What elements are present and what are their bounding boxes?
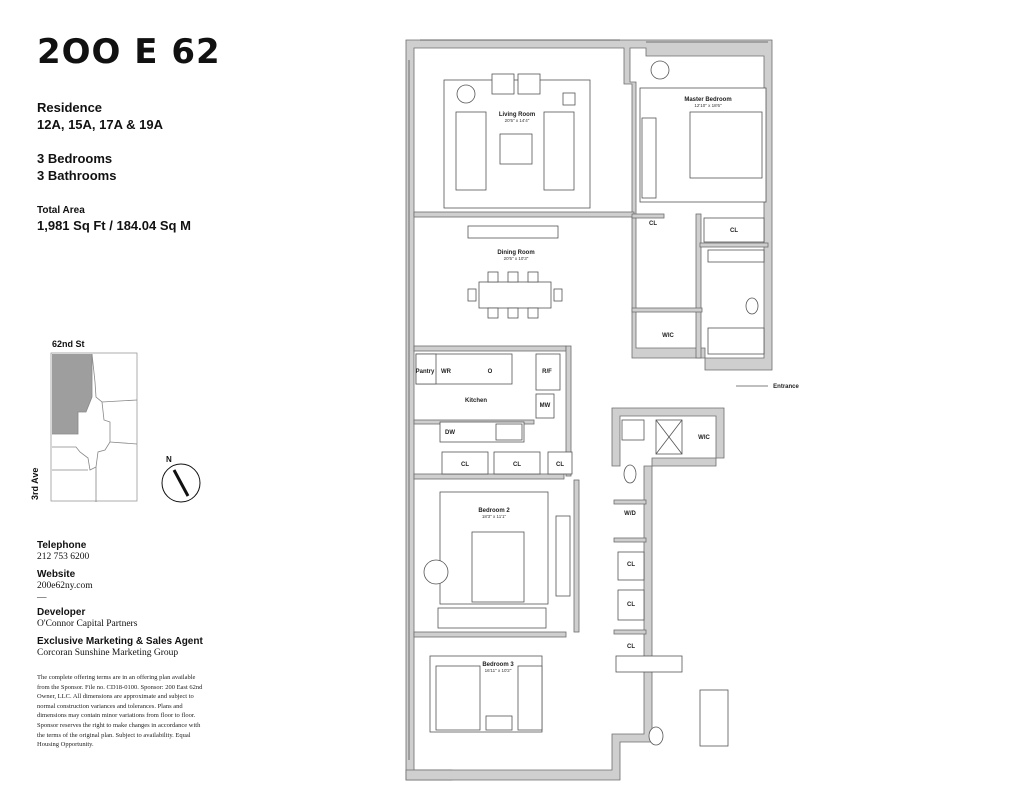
- site-key-map: [50, 352, 138, 502]
- dining-room-label: Dining Room: [497, 250, 534, 256]
- kitchen-label: Kitchen: [465, 398, 487, 404]
- bedroom-3-dimensions: 16'11" x 10'2": [485, 668, 512, 673]
- bedroom-3-label: Bedroom 3: [482, 662, 514, 668]
- living-room-label: Living Room: [499, 112, 535, 118]
- microwave-label: MW: [540, 403, 551, 409]
- compass-icon: [161, 463, 201, 503]
- wine-refrigerator-label: WR: [441, 369, 452, 375]
- building-name: 2OO E 62: [37, 32, 221, 72]
- refrigerator-label: R/F: [542, 369, 552, 375]
- pantry-label: Pantry: [416, 369, 435, 375]
- bedroom-2-dimensions: 18'3" x 11'1": [482, 514, 507, 519]
- walk-in-closet-label-master: WIC: [662, 333, 674, 339]
- dining-room-dimensions: 20'5" x 10'3": [504, 256, 529, 261]
- separator: —: [37, 593, 47, 603]
- agent-label: Exclusive Marketing & Sales Agent: [37, 636, 203, 647]
- bathroom-count: 3 Bathrooms: [37, 168, 117, 183]
- closet-label-3: CL: [556, 462, 564, 468]
- compass-north-label: N: [166, 455, 172, 464]
- street-label-62nd: 62nd St: [52, 339, 85, 349]
- residence-label: Residence: [37, 100, 103, 115]
- living-room-dimensions: 20'5" x 14'4": [505, 118, 530, 123]
- closet-label-hall-2: CL: [627, 602, 635, 608]
- washer-dryer-label: W/D: [624, 511, 636, 517]
- walk-in-closet-label-east: WIC: [698, 435, 710, 441]
- residence-units: 12A, 15A, 17A & 19A: [37, 117, 163, 132]
- developer-value: O'Connor Capital Partners: [37, 619, 138, 629]
- legal-disclaimer: The complete offering terms are in an of…: [37, 674, 203, 749]
- bedroom-2-label: Bedroom 2: [478, 508, 510, 514]
- dishwasher-label: DW: [445, 430, 455, 436]
- closet-label-hall-1: CL: [627, 562, 635, 568]
- closet-label-2: CL: [513, 462, 521, 468]
- agent-value: Corcoran Sunshine Marketing Group: [37, 648, 179, 658]
- total-area-value: 1,981 Sq Ft / 184.04 Sq M: [37, 218, 191, 233]
- closet-label-hall-3: CL: [627, 644, 635, 650]
- developer-label: Developer: [37, 607, 86, 618]
- oven-label: O: [488, 369, 493, 375]
- website-label: Website: [37, 569, 76, 580]
- telephone-label: Telephone: [37, 540, 87, 551]
- bedroom-count: 3 Bedrooms: [37, 151, 113, 166]
- closet-label-master-bath: CL: [730, 228, 738, 234]
- site-highlight: [52, 354, 92, 434]
- closet-label-master: CL: [649, 221, 657, 227]
- total-area-label: Total Area: [37, 205, 85, 216]
- closet-label-1: CL: [461, 462, 469, 468]
- master-bedroom-label: Master Bedroom: [684, 97, 731, 103]
- telephone-value: 212 753 6200: [37, 552, 90, 562]
- master-bedroom-dimensions: 12'10" x 18'6": [694, 103, 722, 108]
- website-value: 200e62ny.com: [37, 581, 93, 591]
- entrance-label: Entrance: [773, 384, 799, 390]
